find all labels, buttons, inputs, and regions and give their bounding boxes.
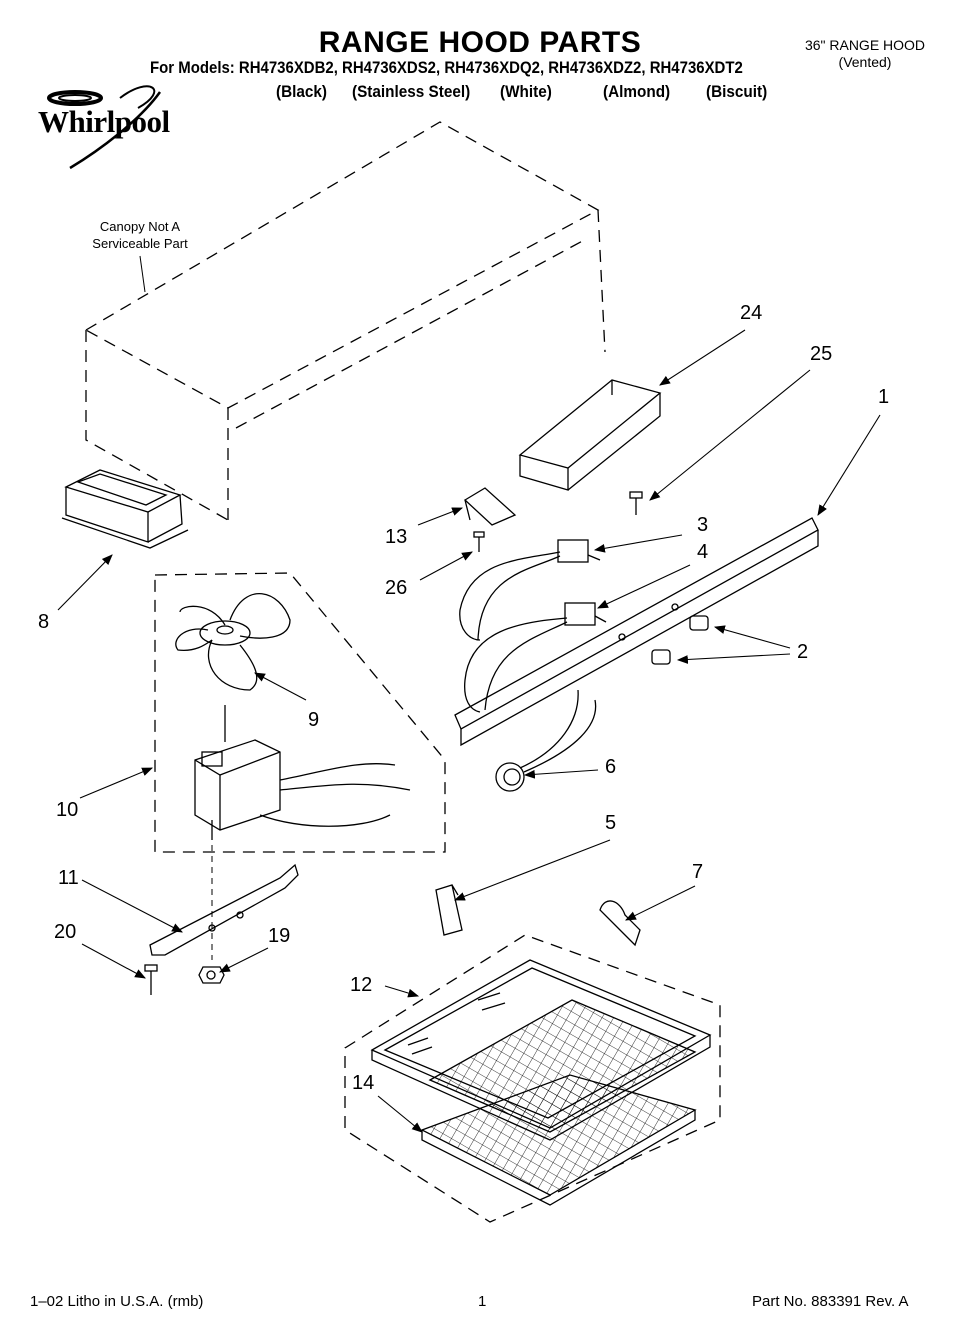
terminal-part-5 [435, 884, 463, 936]
label-part-26: 26 [385, 577, 408, 599]
canopy-note-line2: Serviceable Part [92, 236, 188, 251]
canopy-outline [84, 121, 606, 521]
motor-assembly-outline [154, 572, 446, 853]
page-number: 1 [478, 1293, 487, 1310]
color-biscuit: (Biscuit) [706, 82, 768, 101]
part-number: Part No. 883391 Rev. A [752, 1293, 909, 1310]
clip-part-7 [599, 900, 641, 947]
control-strip-part-1 [454, 517, 819, 747]
label-part-6: 6 [605, 756, 617, 778]
label-part-14: 14 [352, 1072, 375, 1094]
canopy-note-line1: Canopy Not A [99, 219, 181, 234]
label-part-24: 24 [740, 302, 763, 324]
screw-part-25 [629, 491, 643, 515]
label-part-13: 13 [385, 526, 408, 548]
switch-part-3 [459, 539, 601, 641]
knob-part-2a [689, 615, 709, 631]
label-part-4: 4 [697, 541, 709, 563]
fan-blade-part-9 [175, 592, 291, 691]
socket-part-6 [495, 689, 597, 792]
label-part-12: 12 [350, 974, 373, 996]
label-part-19: 19 [268, 925, 291, 947]
hood-subtype-label: (Vented) [838, 54, 892, 70]
label-part-10: 10 [56, 799, 79, 821]
page-title: RANGE HOOD PARTS [318, 26, 642, 59]
nut-part-19 [198, 966, 225, 984]
charcoal-filter-part-14 [420, 1074, 697, 1206]
brand-logo: Whirlpool [38, 104, 170, 139]
label-part-1: 1 [878, 386, 890, 408]
label-part-9: 9 [308, 709, 320, 731]
screw-part-26 [473, 531, 485, 552]
litho-note: 1–02 Litho in U.S.A. (rmb) [30, 1293, 204, 1310]
canopy-note: Canopy Not A Serviceable Part [70, 218, 210, 252]
hood-type: 36" RANGE HOOD (Vented) [780, 37, 950, 71]
mount-bracket-part-11 [149, 863, 299, 956]
bracket-part-13 [463, 487, 517, 526]
label-part-20: 20 [54, 921, 77, 943]
color-almond: (Almond) [603, 82, 671, 101]
label-part-25: 25 [810, 343, 833, 365]
label-part-3: 3 [697, 514, 709, 536]
label-part-7: 7 [692, 861, 704, 883]
color-black: (Black) [276, 82, 328, 101]
color-stainless: (Stainless Steel) [352, 82, 471, 101]
model-list: For Models: RH4736XDB2, RH4736XDS2, RH47… [150, 58, 743, 77]
hood-type-label: 36" RANGE HOOD [804, 37, 926, 53]
label-part-8: 8 [38, 611, 50, 633]
damper-part-8 [61, 469, 189, 549]
label-part-2: 2 [797, 641, 809, 663]
color-white: (White) [500, 82, 552, 101]
motor-part-10 [194, 705, 411, 840]
label-part-5: 5 [605, 812, 617, 834]
knob-part-2b [651, 649, 671, 665]
bracket-part-24 [518, 379, 662, 491]
switch-part-4 [464, 602, 607, 713]
label-part-11: 11 [58, 867, 79, 889]
screw-part-20 [144, 964, 158, 995]
whirlpool-swirl-logo [47, 85, 162, 170]
